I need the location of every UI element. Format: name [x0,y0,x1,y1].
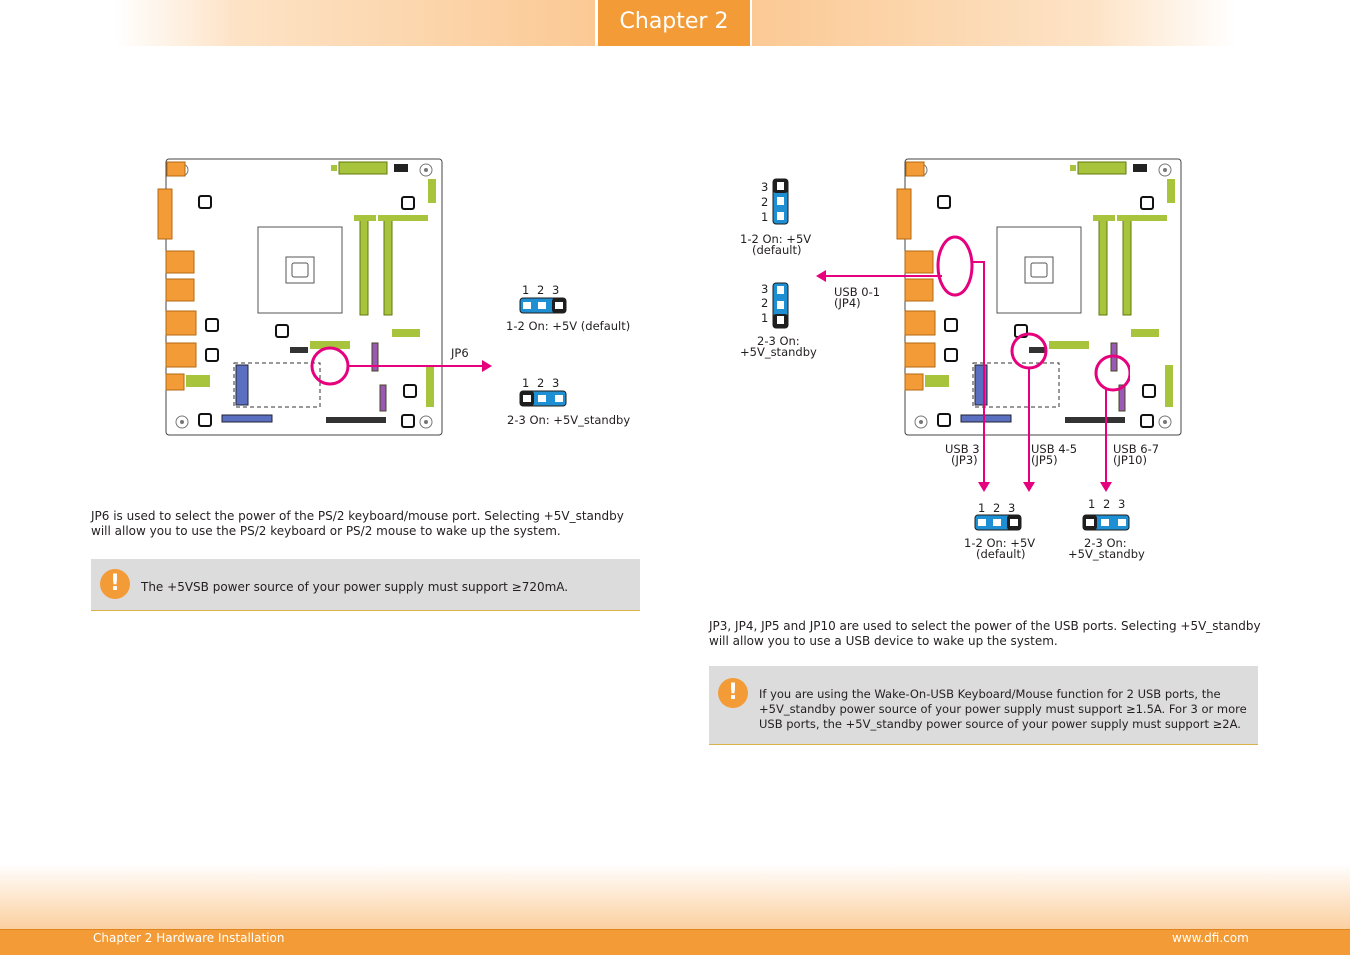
header-band-left [115,0,595,46]
jp6-callout [310,346,492,386]
warning-icon: ! [718,678,748,708]
vpin-1-a: 1 [761,210,769,224]
usb-setting-12-line2: (default) [752,243,802,257]
chapter-tab: Chapter 2 [598,0,750,46]
left-note-box: ! The +5VSB power source of your power s… [91,559,640,611]
left-note-text: The +5VSB power source of your power sup… [141,580,569,594]
vpin-1-b: 1 [761,311,769,325]
vpin-3-a: 3 [761,180,769,194]
usb3-label-line1: USB 3 [945,442,980,456]
footer-bar [0,929,1350,955]
right-description-line1: JP3, JP4, JP5 and JP10 are used to selec… [709,619,1261,633]
setting-23-label: 2-3 On: +5V_standby [507,413,631,427]
jumper-vertical-23-icon [772,282,789,329]
right-note-line2: +5V_standby power source of your power s… [759,702,1247,716]
usb-jumper-callouts [816,235,1130,492]
usb-jumper-12-line1: 1-2 On: +5V [964,536,1036,550]
right-note-box: ! If you are using the Wake-On-USB Keybo… [709,666,1258,745]
left-description-line1: JP6 is used to select the power of the P… [91,509,624,523]
footer-glow [0,864,1350,930]
usb45-label-line1: USB 4-5 [1031,442,1078,456]
footer-website-link[interactable]: www.dfi.com [1172,931,1249,945]
pin-numbers-top: 1 2 3 [522,283,562,297]
usb67-label-line2: (JP10) [1113,453,1147,467]
jumper-usb-23-icon [1082,514,1130,531]
usb45-label-line2: (JP5) [1031,453,1058,467]
jumper-12-icon [519,297,567,314]
footer-chapter-title: Chapter 2 Hardware Installation [93,931,285,945]
vpin-2-b: 2 [761,296,769,310]
vpin-2-a: 2 [761,195,769,209]
left-description-line2: will allow you to use the PS/2 keyboard … [91,524,561,538]
vpin-3-b: 3 [761,282,769,296]
right-note-line1: If you are using the Wake-On-USB Keyboar… [759,687,1221,701]
usb-setting-23-line1: 2-3 On: [757,334,800,348]
pin-numbers-bottom: 1 2 3 [522,376,562,390]
usb-setting-12-line1: 1-2 On: +5V [740,232,812,246]
jumper-usb-12-icon [974,514,1022,531]
usb-jumper-12-line2: (default) [976,547,1026,561]
usb-pin-numbers-right: 1 2 3 [1088,497,1128,511]
jumper-23-icon [519,390,567,407]
jumper-vertical-12-icon [772,178,789,225]
right-note-line3: USB ports, the +5V_standby power source … [759,717,1241,731]
setting-12-label: 1-2 On: +5V (default) [506,319,631,333]
usb-jumper-23-line2: +5V_standby [1068,547,1145,561]
jp6-label: JP6 [451,346,469,360]
usb-setting-23-line2: +5V_standby [740,345,817,359]
right-description-line2: will allow you to use a USB device to wa… [709,634,1058,648]
usb67-label-line1: USB 6-7 [1113,442,1160,456]
usb-pin-numbers-left: 1 2 3 [978,501,1018,515]
usb3-label-line2: (JP3) [951,453,978,467]
header-band-right [752,0,1237,46]
usb01-label-line1: USB 0-1 [834,285,881,299]
motherboard-diagram-left [157,158,443,436]
usb-jumper-23-line1: 2-3 On: [1084,536,1127,550]
warning-icon: ! [100,569,130,599]
usb01-label-line2: (JP4) [834,296,861,310]
